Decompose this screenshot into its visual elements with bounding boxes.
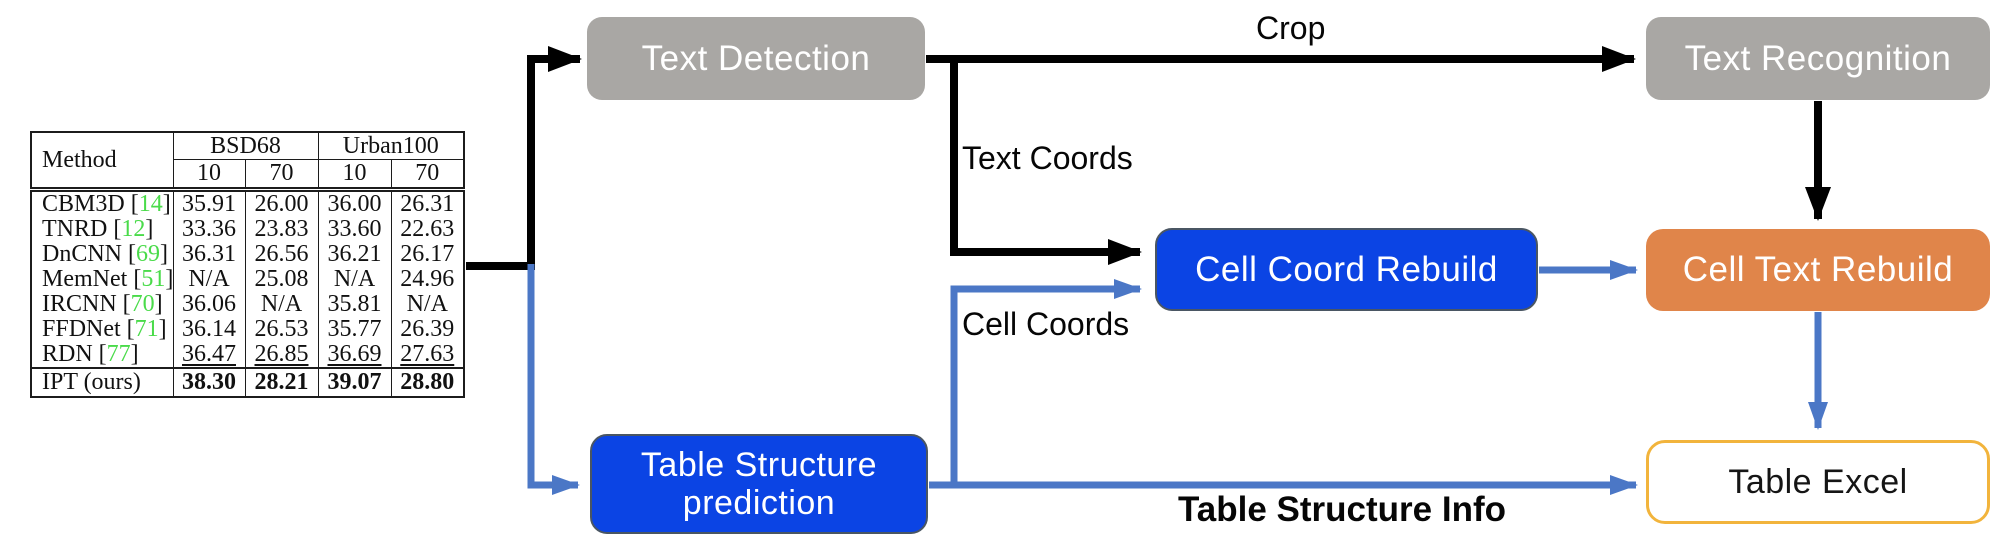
node-table-excel-label: Table Excel	[1728, 462, 1908, 501]
method-cell: IPT (ours)	[31, 367, 173, 397]
value-cell: 36.00	[317, 189, 391, 217]
node-table-structure-prediction: Table Structure prediction	[590, 434, 928, 534]
node-table-excel: Table Excel	[1646, 440, 1990, 524]
value-cell: 38.30	[172, 367, 245, 397]
noise-level-header-cell: 10	[172, 159, 245, 192]
node-text-recognition: Text Recognition	[1646, 17, 1990, 100]
text-coords-edge-label: Text Coords	[962, 140, 1133, 176]
value-cell: N/A	[317, 267, 391, 292]
value-cell: 28.80	[390, 367, 465, 397]
node-text-recognition-label: Text Recognition	[1684, 38, 1952, 78]
value-cell: 23.83	[244, 217, 318, 242]
method-cell: TNRD [12]	[42, 217, 154, 242]
value-cell: 35.91	[172, 189, 245, 217]
value-cell: 22.63	[390, 217, 465, 242]
citation-number: 51	[141, 267, 166, 292]
value-cell: 36.31	[172, 242, 245, 267]
value-cell: 36.47	[172, 342, 245, 368]
node-table-structure-prediction-label: Table Structure prediction	[640, 445, 878, 522]
value-cell: 26.00	[244, 189, 318, 217]
method-cell: CBM3D [14]	[42, 191, 171, 217]
cell-coords-edge-label: Cell Coords	[962, 306, 1130, 342]
method-header-cell: Method	[31, 132, 173, 192]
value-cell: N/A	[390, 292, 465, 317]
citation-number: 69	[136, 242, 160, 267]
noise-level-header-cell: 10	[317, 159, 391, 192]
group-header-cell: BSD68	[172, 132, 318, 160]
method-cell: IRCNN [70]	[42, 292, 163, 317]
value-cell: 36.14	[172, 317, 245, 342]
table-structure-info-edge-label: Table Structure Info	[1178, 490, 1506, 529]
value-cell: 27.63	[390, 342, 465, 368]
node-cell-coord-rebuild: Cell Coord Rebuild	[1155, 228, 1538, 311]
group-header-cell: Urban100	[317, 132, 465, 160]
citation-number: 70	[130, 292, 155, 317]
value-cell: 36.21	[317, 242, 391, 267]
value-cell: N/A	[244, 292, 318, 317]
noise-level-header-cell: 70	[244, 159, 318, 192]
value-cell: 24.96	[390, 267, 465, 292]
crop-edge-label: Crop	[1256, 10, 1326, 46]
edge-table-to-text-detection	[466, 46, 582, 270]
value-cell: 26.17	[390, 242, 465, 267]
citation-number: 12	[121, 217, 146, 242]
value-cell: 39.07	[317, 367, 391, 397]
value-cell: 26.85	[244, 342, 318, 368]
value-cell: 26.31	[390, 189, 465, 217]
method-cell: MemNet [51]	[42, 267, 173, 292]
node-text-detection: Text Detection	[587, 17, 925, 100]
method-cell: DnCNN [69]	[42, 242, 168, 267]
value-cell: 33.36	[172, 217, 245, 242]
citation-number: 14	[138, 191, 163, 217]
value-cell: 36.69	[317, 342, 391, 368]
value-cell: 26.53	[244, 317, 318, 342]
value-cell: N/A	[172, 267, 245, 292]
method-cell: FFDNet [71]	[42, 317, 167, 342]
value-cell: 33.60	[317, 217, 391, 242]
citation-number: 71	[134, 317, 159, 342]
node-cell-text-rebuild-label: Cell Text Rebuild	[1682, 250, 1954, 290]
noise-level-header-cell: 70	[390, 159, 465, 192]
node-cell-text-rebuild: Cell Text Rebuild	[1646, 229, 1990, 311]
value-cell: 35.77	[317, 317, 391, 342]
node-text-detection-label: Text Detection	[641, 38, 871, 78]
value-cell: 36.06	[172, 292, 245, 317]
value-cell: 28.21	[244, 367, 318, 397]
method-cell: RDN [77]	[42, 342, 139, 367]
value-cell: 26.39	[390, 317, 465, 342]
citation-number: 77	[106, 342, 131, 367]
value-cell: 35.81	[317, 292, 391, 317]
node-cell-coord-rebuild-label: Cell Coord Rebuild	[1195, 249, 1498, 289]
edge-table-to-structure-prediction	[527, 264, 580, 495]
value-cell: 26.56	[244, 242, 318, 267]
value-cell: 25.08	[244, 267, 318, 292]
